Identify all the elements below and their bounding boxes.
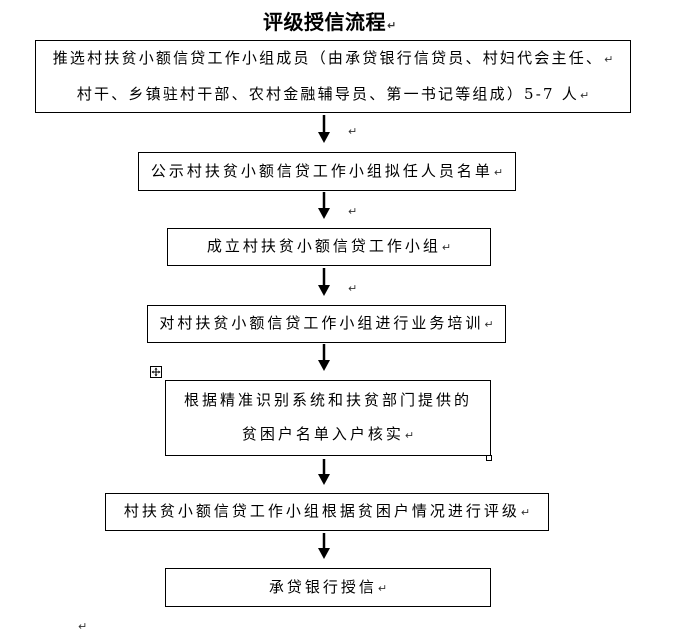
document-title: 评级授信流程↵ [263,9,396,39]
step-text: 根据精准识别系统和扶贫部门提供的 [183,391,472,409]
step-text-line: 村干、乡镇驻村干部、农村金融辅导员、第一书记等组成）5-7 人↵ [77,77,589,113]
step-text: 贫困户名单入户核实 [241,425,404,443]
paragraph-mark-icon: ↵ [441,241,452,254]
down-arrow-icon [318,268,330,296]
flow-step-business-training[interactable]: 对村扶贫小额信贷工作小组进行业务培训↵ [147,305,506,343]
step-text-line: 根据精准识别系统和扶贫部门提供的 [184,383,472,417]
paragraph-mark-icon: ↵ [377,581,388,595]
paragraph-mark-icon: ↵ [604,52,614,66]
paragraph-mark-icon: ↵ [348,125,358,138]
paragraph-mark-icon: ↵ [78,620,88,633]
down-arrow-icon [318,344,330,371]
step-text-line: 推选村扶贫小额信贷工作小组成员（由承贷银行信贷员、村妇代会主任、↵ [53,41,614,77]
resize-handle-icon[interactable] [486,455,492,461]
flow-step-nominate-members[interactable]: 推选村扶贫小额信贷工作小组成员（由承贷银行信贷员、村妇代会主任、↵ 村干、乡镇驻… [35,40,631,113]
down-arrow-icon [318,459,330,485]
paragraph-mark-icon: ↵ [484,318,494,331]
flow-step-publicize-candidates[interactable]: 公示村扶贫小额信贷工作小组拟任人员名单↵ [138,152,516,191]
step-text: 成立村扶贫小额信贷工作小组 [206,237,441,255]
flow-step-rating[interactable]: 村扶贫小额信贷工作小组根据贫困户情况进行评级↵ [105,493,549,531]
down-arrow-icon [318,533,330,559]
paragraph-mark-icon: ↵ [493,165,504,179]
flow-step-household-verification[interactable]: 根据精准识别系统和扶贫部门提供的 贫困户名单入户核实↵ [165,380,491,456]
step-text: 村扶贫小额信贷工作小组根据贫困户情况进行评级 [123,502,520,520]
down-arrow-icon [318,192,330,219]
paragraph-mark-icon: ↵ [387,19,397,32]
paragraph-mark-icon: ↵ [520,506,531,519]
paragraph-mark-icon: ↵ [579,88,590,102]
title-text: 评级授信流程 [263,10,386,34]
step-text: 对村扶贫小额信贷工作小组进行业务培训 [159,314,484,332]
step-text-line: 公示村扶贫小额信贷工作小组拟任人员名单↵ [151,154,503,190]
paragraph-mark-icon: ↵ [348,282,358,295]
flow-step-establish-group[interactable]: 成立村扶贫小额信贷工作小组↵ [167,228,491,266]
step-text: 公示村扶贫小额信贷工作小组拟任人员名单 [150,161,493,180]
step-text: 推选村扶贫小额信贷工作小组成员（由承贷银行信贷员、村妇代会主任、 [52,48,604,67]
step-text-line: 承贷银行授信↵ [269,570,387,606]
step-text: 村干、乡镇驻村干部、农村金融辅导员、第一书记等组成）5-7 人 [76,84,579,103]
paragraph-mark-icon: ↵ [348,205,358,218]
step-text-line: 成立村扶贫小额信贷工作小组↵ [207,229,451,265]
step-text-line: 贫困户名单入户核实↵ [242,417,414,453]
step-text: 承贷银行授信 [268,577,377,596]
down-arrow-icon [318,115,330,143]
step-text-line: 对村扶贫小额信贷工作小组进行业务培训↵ [159,306,493,342]
flow-step-bank-credit[interactable]: 承贷银行授信↵ [165,568,491,607]
paragraph-mark-icon: ↵ [404,429,415,442]
step-text-line: 村扶贫小额信贷工作小组根据贫困户情况进行评级↵ [124,494,530,530]
move-handle-icon[interactable] [150,366,162,378]
